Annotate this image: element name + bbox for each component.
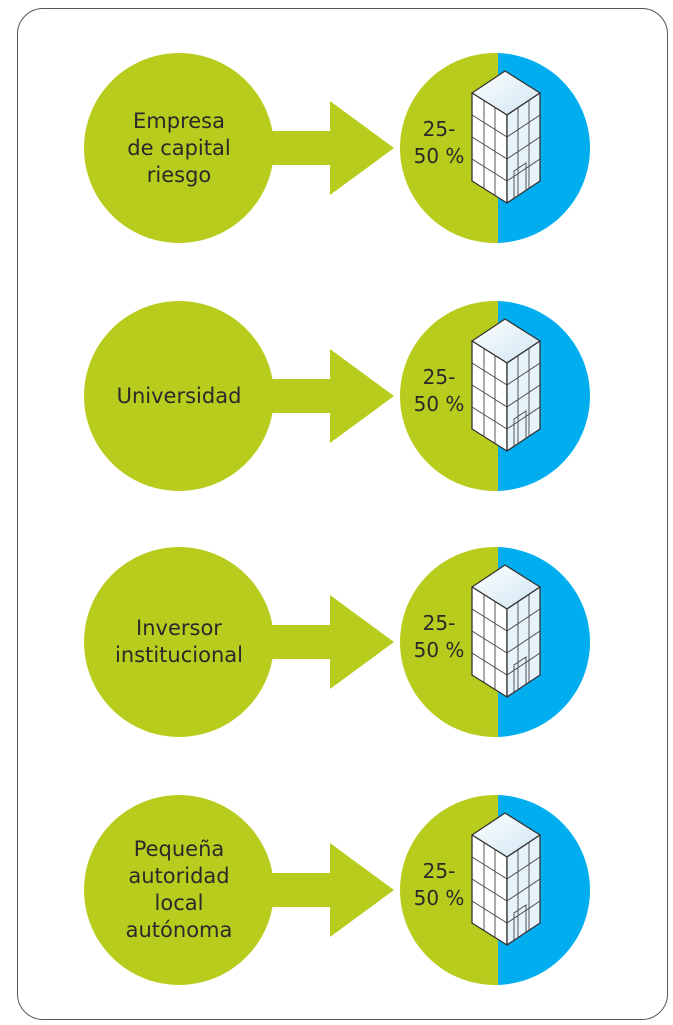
source-label: Universidad — [116, 383, 242, 408]
ownership-percentage: 25- 50 % — [404, 116, 474, 170]
ownership-share-circle — [400, 795, 590, 985]
ownership-share-circle — [400, 547, 590, 737]
ownership-percentage: 25- 50 % — [404, 364, 474, 418]
source-label: Inversor institucional — [115, 616, 243, 667]
source-label: Empresa de capital riesgo — [127, 108, 231, 187]
building-icon — [471, 70, 541, 204]
right-arrow-icon — [262, 349, 394, 443]
right-arrow-icon — [262, 595, 394, 689]
source-circle: Pequeña autoridad local autónoma — [84, 795, 274, 985]
building-icon — [471, 318, 541, 452]
percentage-bottom: 50 % — [413, 144, 465, 168]
building-icon — [471, 564, 541, 698]
ownership-row-4: Pequeña autoridad local autónoma — [0, 790, 673, 990]
percentage-top: 25- — [422, 365, 456, 389]
right-arrow-icon — [262, 843, 394, 937]
ownership-row-3: Inversor institucional — [0, 542, 673, 742]
ownership-row-1: Empresa de capital riesgo — [0, 48, 673, 248]
source-circle: Empresa de capital riesgo — [84, 53, 274, 243]
ownership-row-2: Universidad — [0, 296, 673, 496]
ownership-share-circle — [400, 53, 590, 243]
source-label: Pequeña autoridad local autónoma — [125, 837, 233, 942]
ownership-percentage: 25- 50 % — [404, 610, 474, 664]
ownership-share-circle — [400, 301, 590, 491]
percentage-top: 25- — [422, 859, 456, 883]
source-circle: Inversor institucional — [84, 547, 274, 737]
percentage-top: 25- — [422, 611, 456, 635]
percentage-bottom: 50 % — [413, 392, 465, 416]
percentage-top: 25- — [422, 117, 456, 141]
percentage-bottom: 50 % — [413, 886, 465, 910]
ownership-percentage: 25- 50 % — [404, 858, 474, 912]
percentage-bottom: 50 % — [413, 638, 465, 662]
right-arrow-icon — [262, 101, 394, 195]
source-circle: Universidad — [84, 301, 274, 491]
building-icon — [471, 812, 541, 946]
